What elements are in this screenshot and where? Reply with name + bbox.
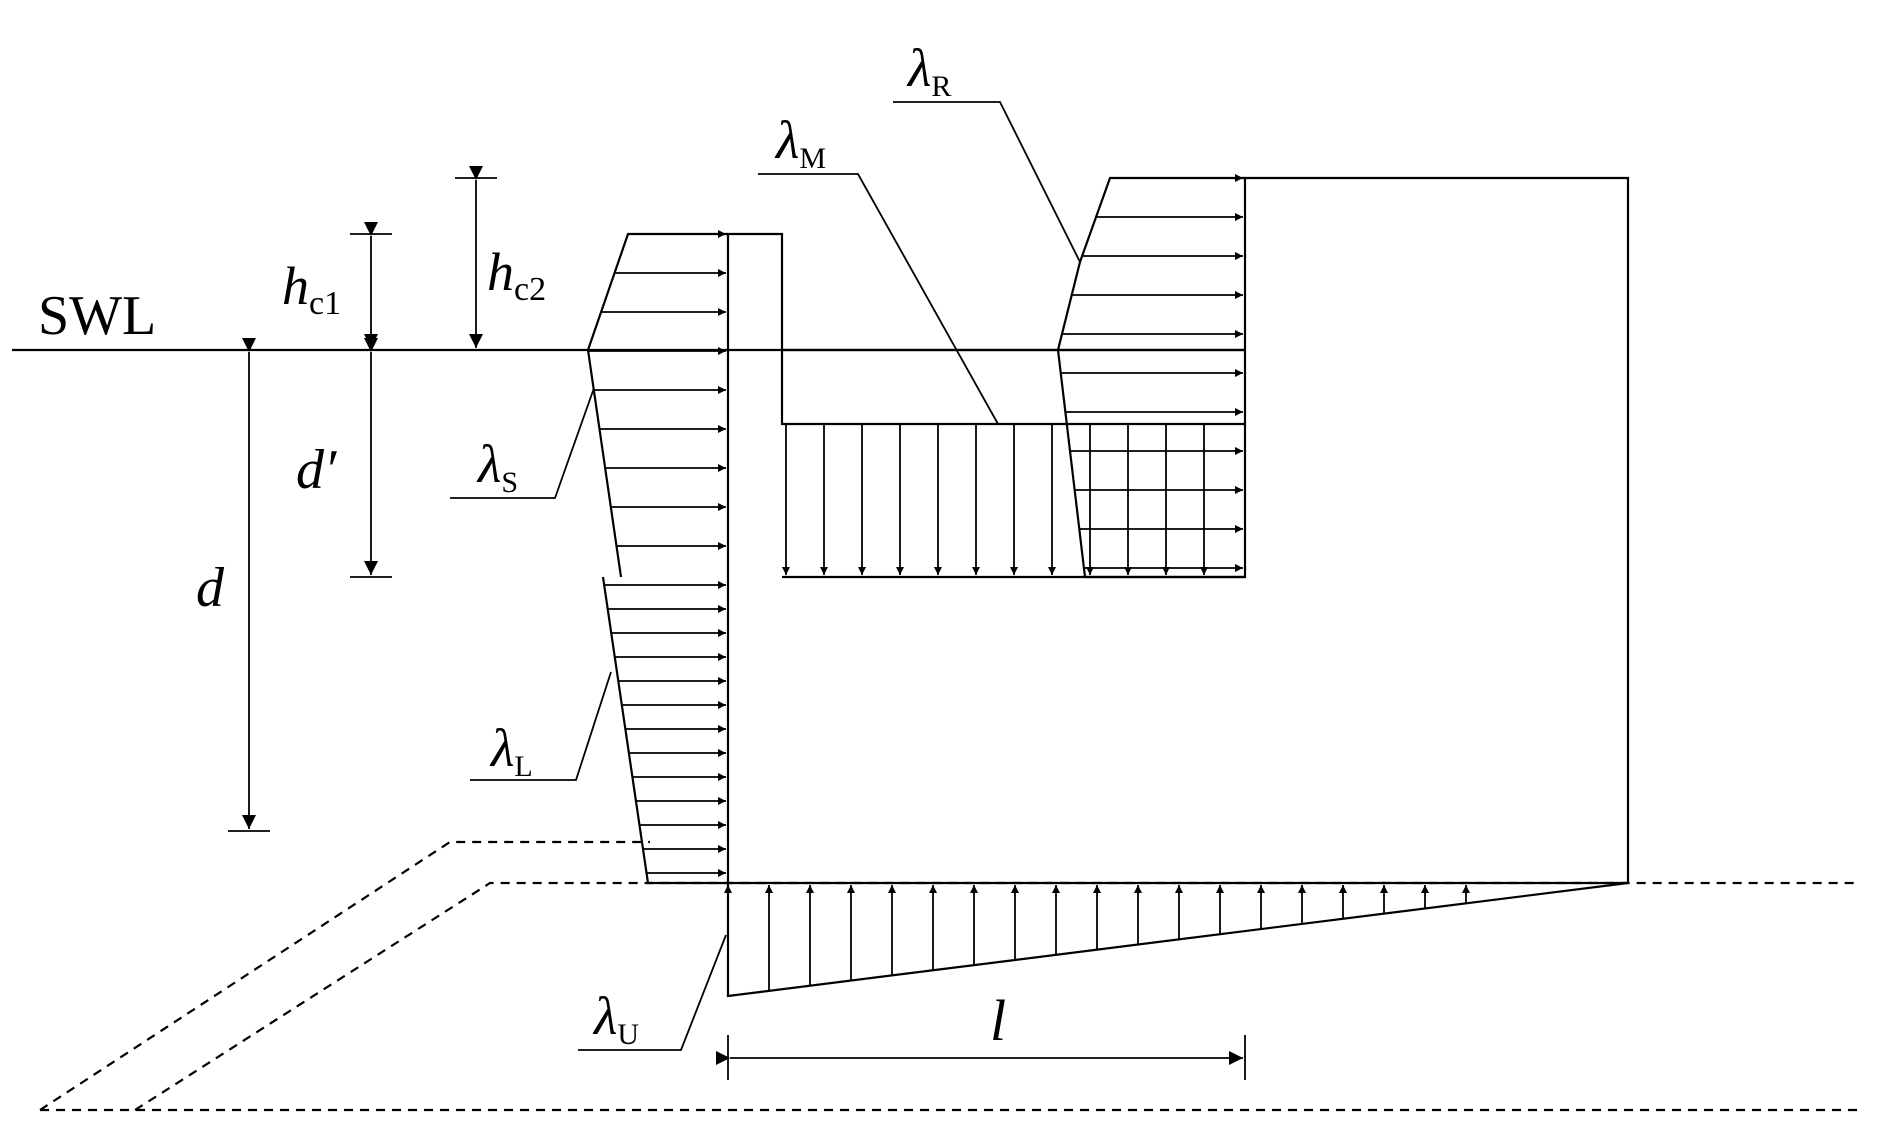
uplift-pressure-envelope (726, 881, 1629, 998)
front-upper-pressure-arrows (588, 230, 726, 550)
dprime-dimension (350, 338, 392, 578)
rear-pressure-arrows (1060, 174, 1243, 572)
uplift-pressure-arrows (724, 885, 1470, 996)
deck-pressure-arrows (782, 424, 1208, 575)
lambda-u-label: λU (592, 986, 639, 1051)
lambda-u-leader (578, 934, 727, 1051)
swl-label: SWL (38, 285, 156, 347)
lambda-l-leader (470, 671, 612, 781)
l-label: l (990, 988, 1006, 1053)
front-upper-pressure-envelope (586, 232, 728, 578)
lambda-l-label: λL (489, 718, 533, 783)
hc1-label: hc1 (282, 256, 341, 322)
front-lower-pressure-arrows (604, 581, 726, 877)
lambda-s-leader (450, 387, 595, 499)
caisson-outline (726, 176, 1630, 885)
lambda-m-label: λM (774, 110, 826, 175)
lambda-r-label: λR (906, 38, 951, 103)
l-dimension (716, 1035, 1246, 1080)
d-dimension (228, 338, 270, 832)
hc2-label: hc2 (487, 242, 546, 308)
lambda-r-leader (893, 101, 1081, 263)
lambda-s-label: λS (476, 434, 518, 499)
hc2-dimension (455, 166, 497, 348)
front-lower-pressure-envelope (601, 576, 728, 885)
lambda-m-leader (758, 173, 999, 425)
dprime-label: d′ (296, 439, 337, 501)
hc1-dimension (350, 222, 392, 351)
rear-pressure-envelope (1056, 176, 1245, 579)
d-label: d (196, 557, 225, 619)
